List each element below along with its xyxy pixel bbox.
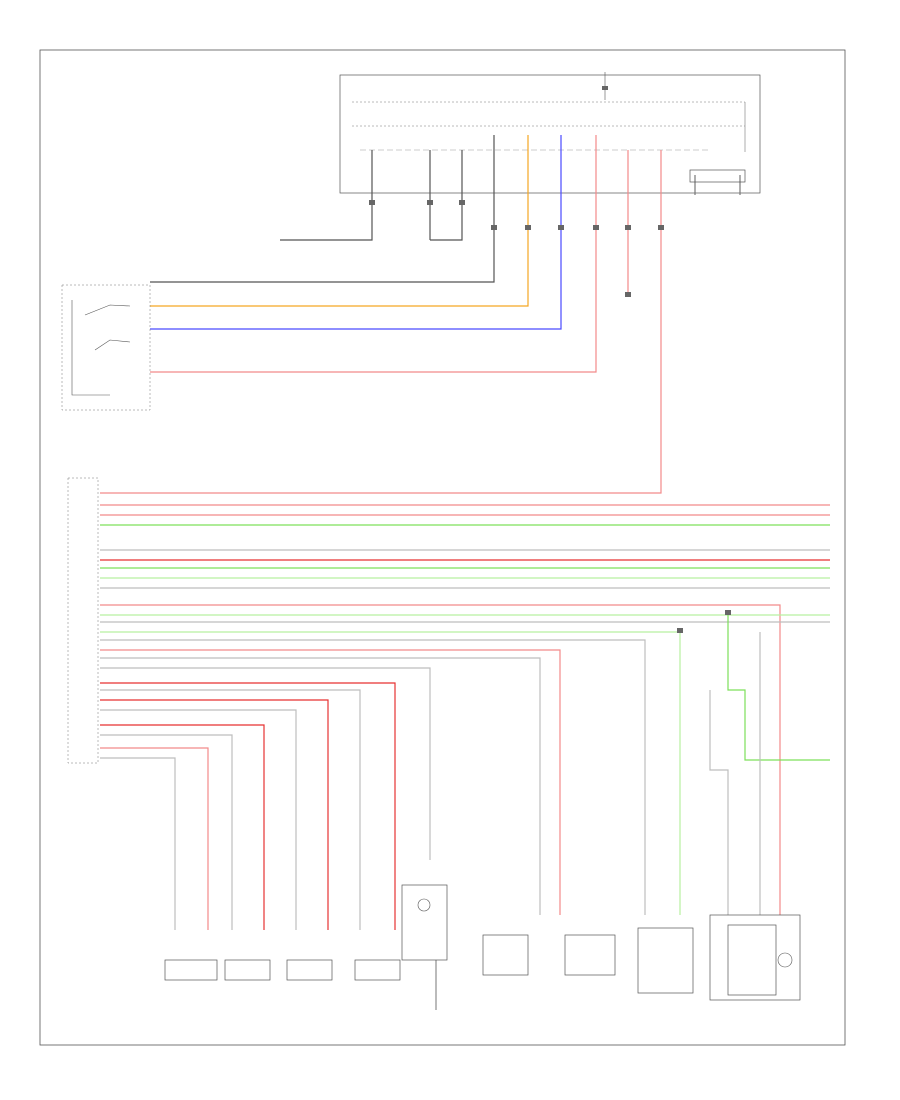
connector-i	[658, 225, 664, 230]
dwire-1	[100, 649, 561, 915]
wire-pink-long	[100, 150, 662, 494]
dwire-10	[100, 747, 209, 930]
dwire-2	[100, 657, 541, 915]
connector-c	[459, 200, 465, 205]
wire-dark-mid2	[430, 150, 463, 241]
top-right-subbox	[689, 169, 746, 183]
connector-d	[491, 225, 497, 230]
dwire-6	[100, 699, 329, 930]
wire-blue	[150, 135, 562, 330]
wire-dark-ground	[280, 150, 373, 241]
wire-orange	[150, 135, 529, 307]
dwire-8	[100, 724, 265, 930]
connector-right-2	[677, 628, 683, 633]
connector-e	[525, 225, 531, 230]
connector-b	[427, 200, 433, 205]
vwire-right-gray2	[709, 690, 729, 915]
wire-dark-switch	[150, 135, 495, 283]
component-7-box	[564, 934, 616, 976]
wire-pink-switch	[150, 135, 597, 373]
switch-internal-wire	[71, 300, 110, 396]
connector-f	[558, 225, 564, 230]
main-module-box	[67, 477, 99, 764]
component-8-box	[637, 927, 694, 994]
combination-switch	[61, 284, 151, 411]
connector-h	[625, 225, 631, 230]
component-9-motor-icon	[777, 952, 793, 968]
combination-switch-box	[61, 284, 151, 411]
dwire-11	[100, 757, 176, 930]
component-3-box	[286, 959, 333, 981]
component-1-box	[164, 959, 218, 981]
page-frame	[39, 49, 846, 1046]
fuse-connector	[602, 86, 608, 90]
component-9-inner-box	[727, 924, 777, 996]
hwire-9	[100, 604, 781, 915]
component-5-sensor-icon	[417, 898, 431, 912]
hwire-12	[100, 631, 681, 915]
dwire-3	[100, 667, 431, 860]
top-control-unit	[339, 72, 761, 194]
dwire-4	[100, 682, 396, 930]
connector-j	[625, 292, 631, 297]
top-connectors	[369, 200, 664, 297]
component-9-box	[709, 914, 801, 1001]
connector-g	[593, 225, 599, 230]
top-unit-down-wires	[100, 135, 746, 494]
dwire-9	[100, 734, 233, 930]
main-module-harness	[67, 477, 830, 930]
component-6-box	[482, 934, 529, 976]
vwire-right-green	[727, 615, 830, 761]
component-5-box	[401, 884, 448, 961]
connector-a	[369, 200, 375, 205]
top-unit-box	[339, 74, 761, 194]
bottom-components	[164, 884, 801, 1010]
dwire-5	[100, 689, 361, 930]
dwire-7	[100, 709, 297, 930]
connector-right-1	[725, 610, 731, 615]
switch-contact-1	[84, 304, 131, 316]
component-2-box	[224, 959, 271, 981]
component-4-box	[354, 959, 401, 981]
switch-contact-2	[94, 339, 131, 351]
hwire-13	[100, 639, 646, 915]
